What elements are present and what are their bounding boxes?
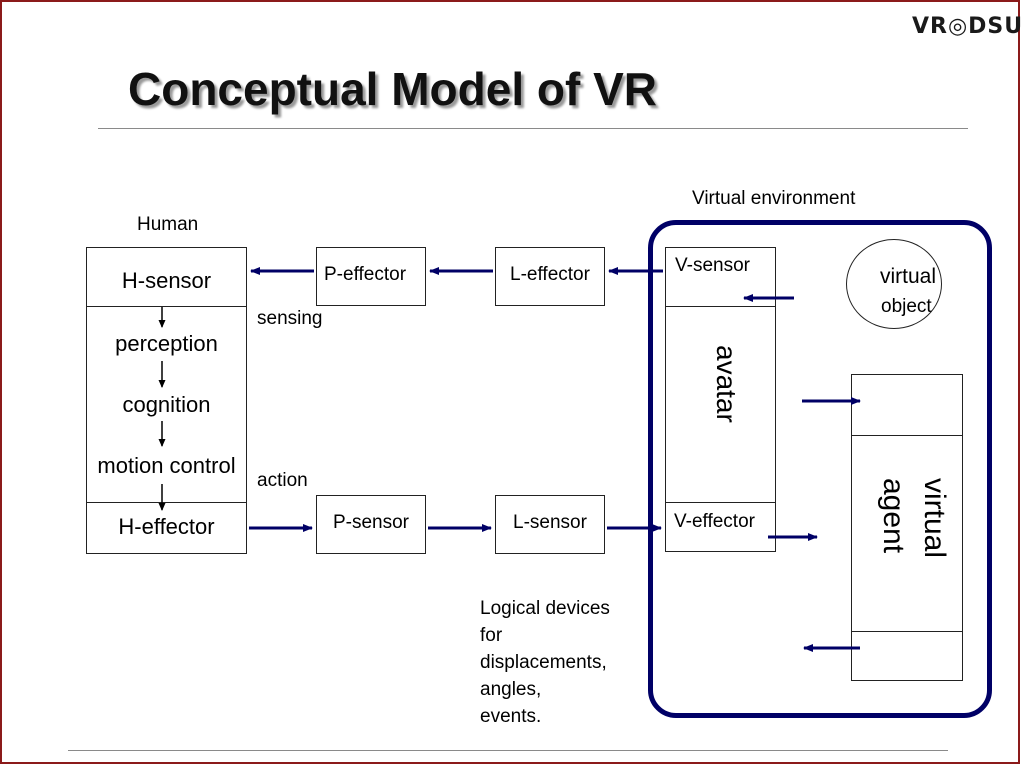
avatar-label: avatar xyxy=(711,345,742,423)
action-label: action xyxy=(257,470,308,491)
vr-dsu-logo: VR◎DSU xyxy=(912,14,1024,39)
virtual-agent-stack xyxy=(851,374,963,681)
slide-title: Conceptual Model of VR xyxy=(128,63,657,115)
p-effector-label: P-effector xyxy=(324,264,407,285)
l-sensor-box xyxy=(495,495,605,554)
virtual-object-label-line2: object xyxy=(881,296,932,317)
cognition-label: cognition xyxy=(122,392,211,417)
logical-devices-note-line4: angles, xyxy=(480,679,542,700)
human-label: Human xyxy=(137,214,199,235)
logical-devices-note-line1: Logical devices xyxy=(480,598,610,619)
virtual-environment-frame xyxy=(648,220,992,718)
logical-devices-note-line3: displacements, xyxy=(480,652,607,673)
l-effector-label: L-effector xyxy=(510,264,590,285)
h-sensor-divider xyxy=(86,306,247,307)
virtual-agent-label-line1: virtual xyxy=(918,478,951,559)
virtual-object-label-line1: virtual xyxy=(880,265,937,288)
agent-bottom-divider xyxy=(851,631,963,632)
h-effector-label: H-effector xyxy=(118,514,215,539)
h-effector-divider xyxy=(86,502,247,503)
agent-top-divider xyxy=(851,435,963,436)
l-effector-box xyxy=(495,247,605,306)
p-effector-box xyxy=(316,247,426,306)
logical-devices-note-line2: for xyxy=(480,625,503,646)
avatar-stack xyxy=(665,247,776,552)
h-sensor-label: H-sensor xyxy=(121,268,212,293)
logical-devices-note-line5: events. xyxy=(480,706,542,727)
v-sensor-label: V-sensor xyxy=(675,255,750,276)
virtual-environment-label: Virtual environment xyxy=(692,188,856,209)
virtual-object-shape xyxy=(846,239,942,329)
perception-label: perception xyxy=(115,331,218,356)
motion-control-label: motion control xyxy=(97,453,236,478)
v-sensor-divider xyxy=(665,306,776,307)
virtual-agent-label-line2: agent xyxy=(877,478,910,554)
footer-divider xyxy=(68,750,948,751)
p-sensor-label: P-sensor xyxy=(332,512,410,533)
v-effector-label: V-effector xyxy=(674,511,755,532)
v-effector-divider xyxy=(665,502,776,503)
l-sensor-label: L-sensor xyxy=(513,512,587,533)
p-sensor-box xyxy=(316,495,426,554)
title-divider xyxy=(98,128,968,129)
sensing-label: sensing xyxy=(257,308,323,329)
